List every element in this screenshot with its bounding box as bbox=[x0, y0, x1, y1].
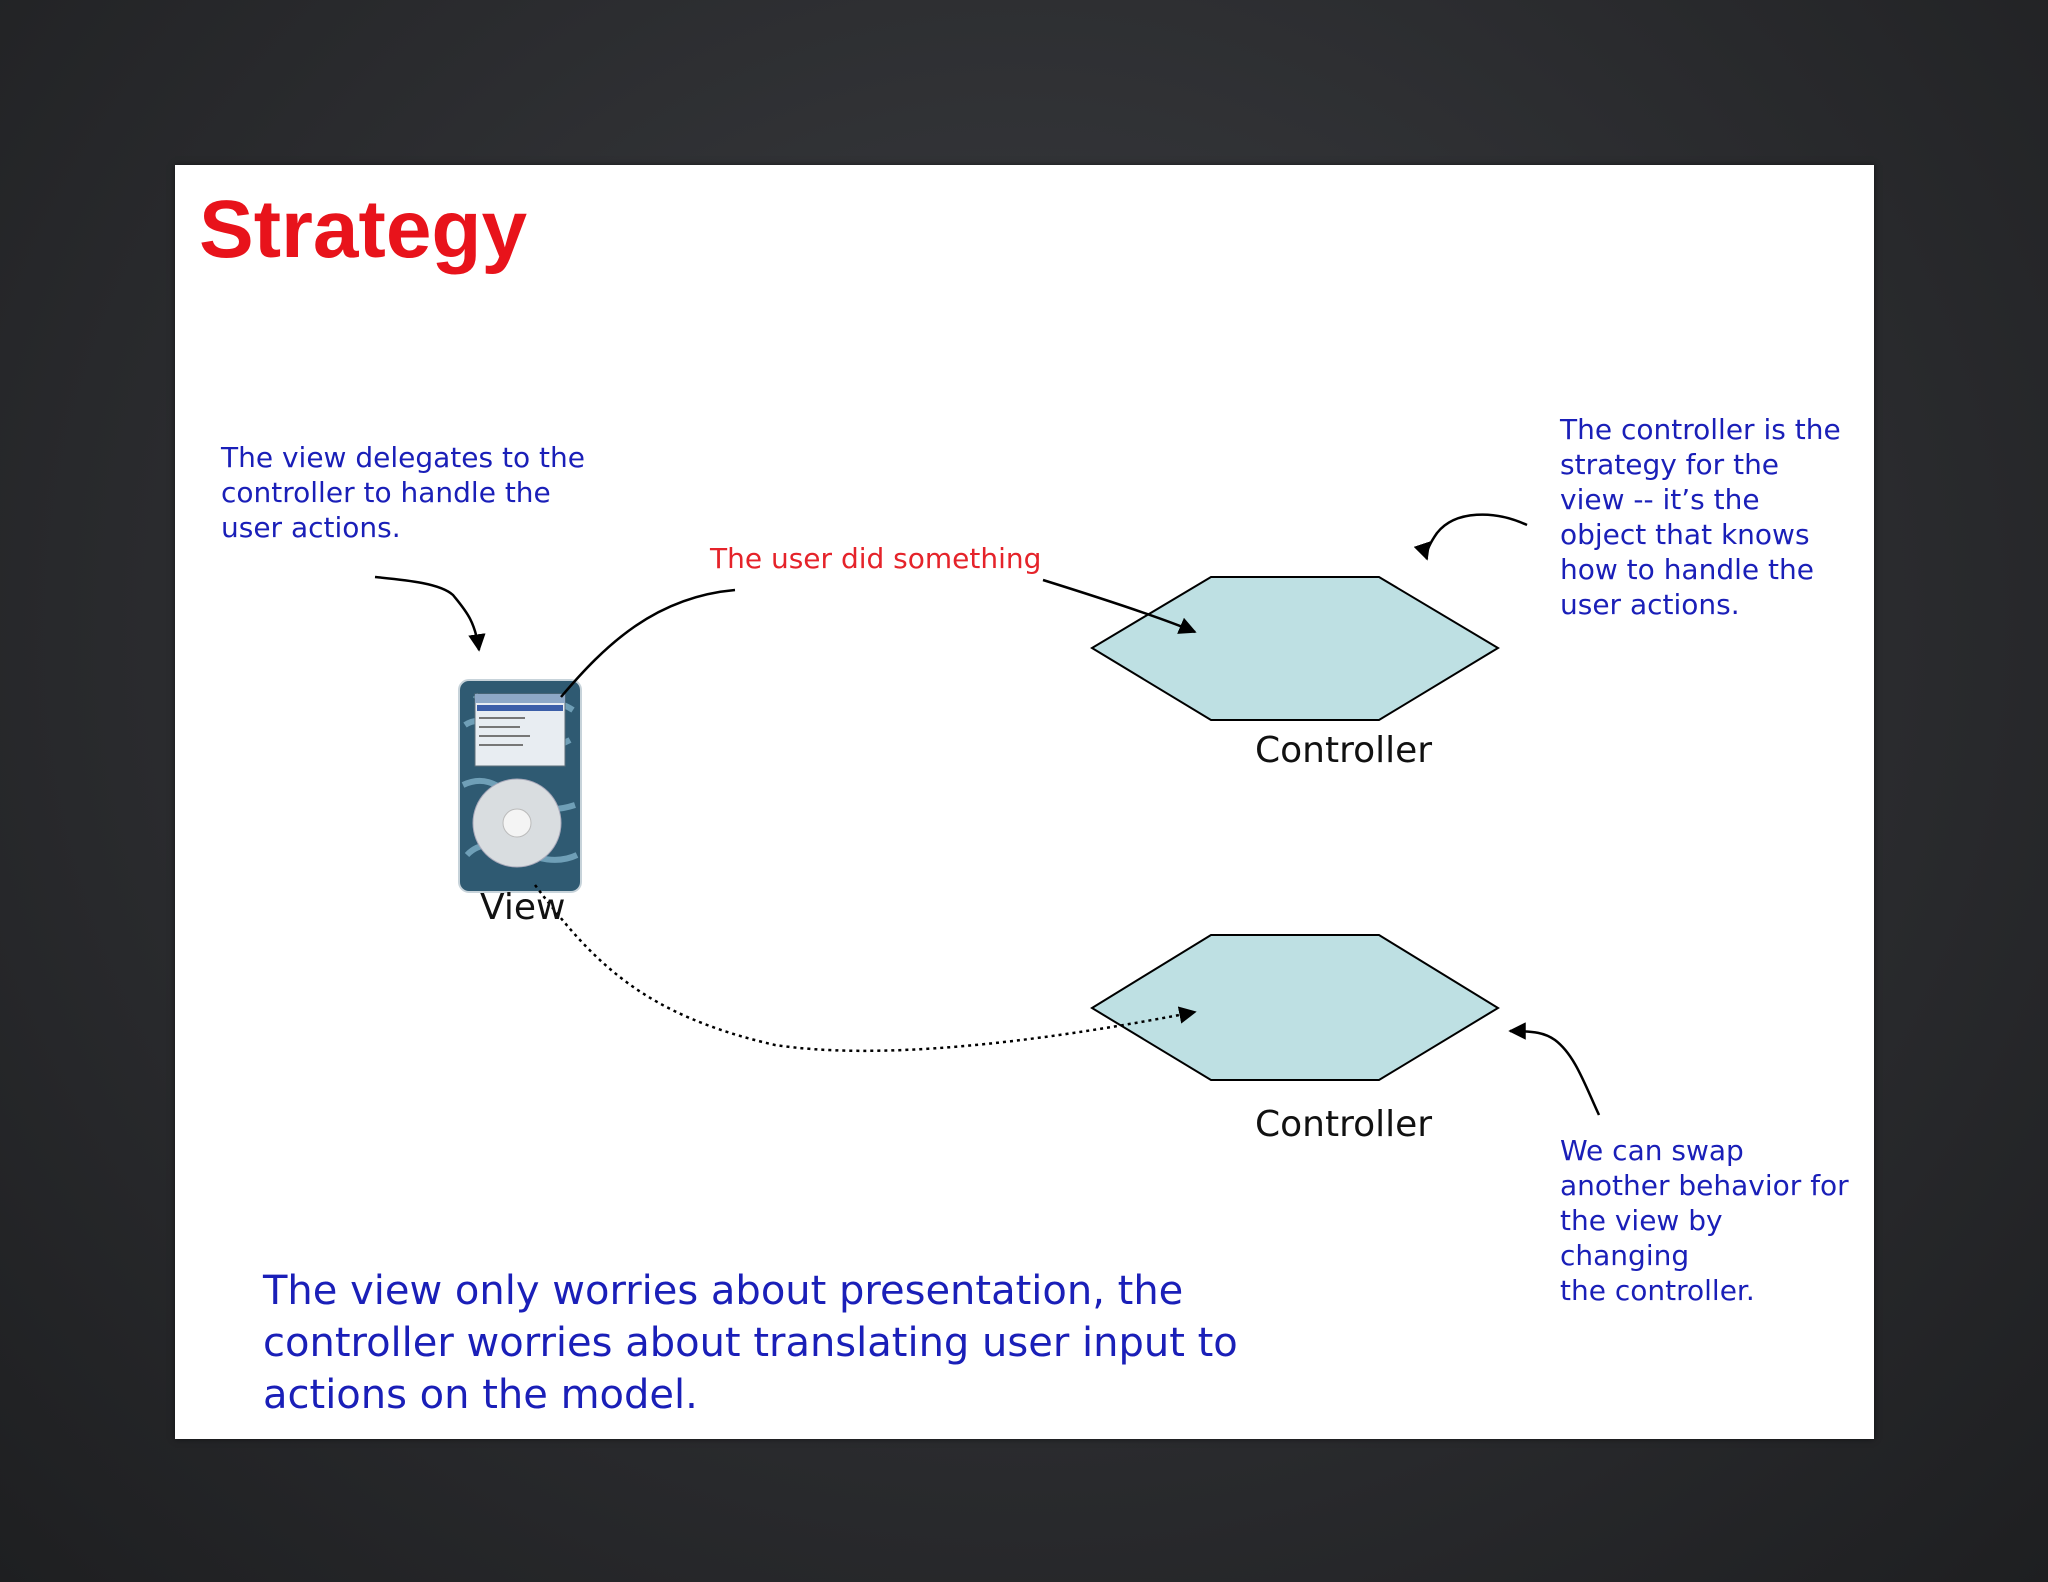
diagram-canvas bbox=[374, 513, 1601, 1116]
note-swap-behavior: We can swap another behavior for the vie… bbox=[1560, 1134, 1849, 1307]
edge-label-user-action: The user did something bbox=[710, 542, 1042, 575]
summary-text: The view only worries about presentation… bbox=[263, 1268, 1238, 1418]
arrow-note-to-controller-bottom bbox=[1508, 1022, 1601, 1116]
ipod-icon bbox=[458, 679, 582, 893]
controller-node-bottom bbox=[1090, 934, 1500, 1081]
arrow-view-to-controller-part1 bbox=[560, 588, 736, 698]
note-controller-strategy: The controller is the strategy for the v… bbox=[1560, 413, 1841, 621]
arrow-view-to-controller-part2 bbox=[1042, 578, 1197, 634]
note-view-delegates: The view delegates to the controller to … bbox=[221, 441, 585, 544]
controller-node-top bbox=[1090, 576, 1500, 721]
view-label: View bbox=[480, 887, 566, 928]
arrow-note-to-controller-top bbox=[1413, 513, 1528, 561]
controller-label-bottom: Controller bbox=[1255, 1104, 1433, 1145]
arrow-view-to-controller-swap bbox=[534, 884, 1197, 1053]
slide: Strategy bbox=[175, 165, 1874, 1439]
arrow-note-to-view bbox=[374, 575, 486, 652]
slide-title: Strategy bbox=[199, 184, 528, 275]
controller-label-top: Controller bbox=[1255, 730, 1433, 771]
